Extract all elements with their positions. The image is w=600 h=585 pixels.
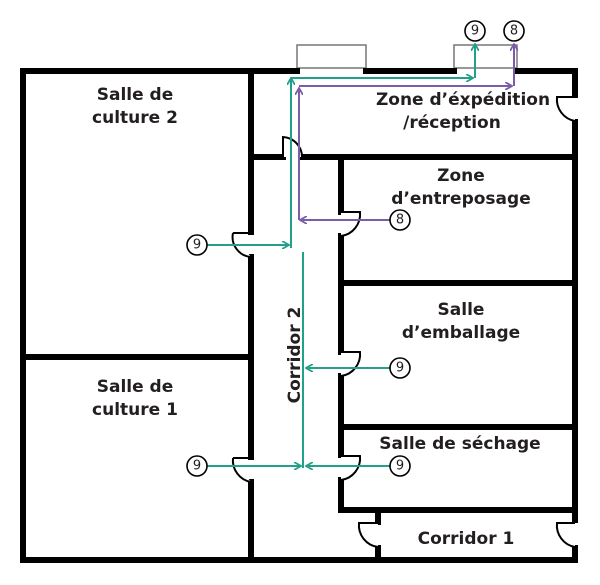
- marker-top-9: 9: [464, 20, 486, 42]
- room-label-culture1-line2: culture 1: [92, 400, 178, 420]
- doors: [231, 96, 576, 548]
- room-label-expedition-line1: Zone d’éxpédition: [376, 90, 550, 110]
- svg-text:9: 9: [471, 24, 479, 39]
- marker-culture2-9: 9: [186, 234, 208, 256]
- svg-text:9: 9: [396, 361, 404, 376]
- room-label-culture2-line1: Salle de: [97, 85, 174, 105]
- room-label-entreposage-line1: Zone: [437, 166, 485, 186]
- marker-culture1-9: 9: [186, 455, 208, 477]
- room-label-corridor2: Corridor 2: [285, 307, 305, 404]
- svg-text:9: 9: [396, 459, 404, 474]
- window: [296, 44, 367, 69]
- marker-emballage-9: 9: [389, 357, 411, 379]
- room-label-culture2-line2: culture 2: [92, 108, 178, 128]
- svg-text:8: 8: [510, 24, 518, 39]
- room-label-emballage-line1: Salle: [438, 300, 485, 320]
- marker-top-8: 8: [503, 20, 525, 42]
- room-label-expedition-line2: /réception: [403, 113, 501, 133]
- marker-entreposage-8: 8: [389, 209, 411, 231]
- room-label-culture1-line1: Salle de: [97, 377, 174, 397]
- room-label-emballage-line2: d’emballage: [402, 323, 520, 343]
- room-label-sechage: Salle de séchage: [379, 434, 540, 454]
- window: [453, 44, 518, 69]
- room-label-corridor1: Corridor 1: [418, 529, 515, 549]
- marker-sechage-9: 9: [389, 455, 411, 477]
- walls: [20, 68, 578, 563]
- purple-route: [299, 44, 514, 220]
- teal-routes: [207, 44, 475, 468]
- svg-text:9: 9: [193, 238, 201, 253]
- room-label-entreposage-line2: d’entreposage: [391, 189, 530, 209]
- svg-text:9: 9: [193, 459, 201, 474]
- svg-text:8: 8: [396, 213, 404, 228]
